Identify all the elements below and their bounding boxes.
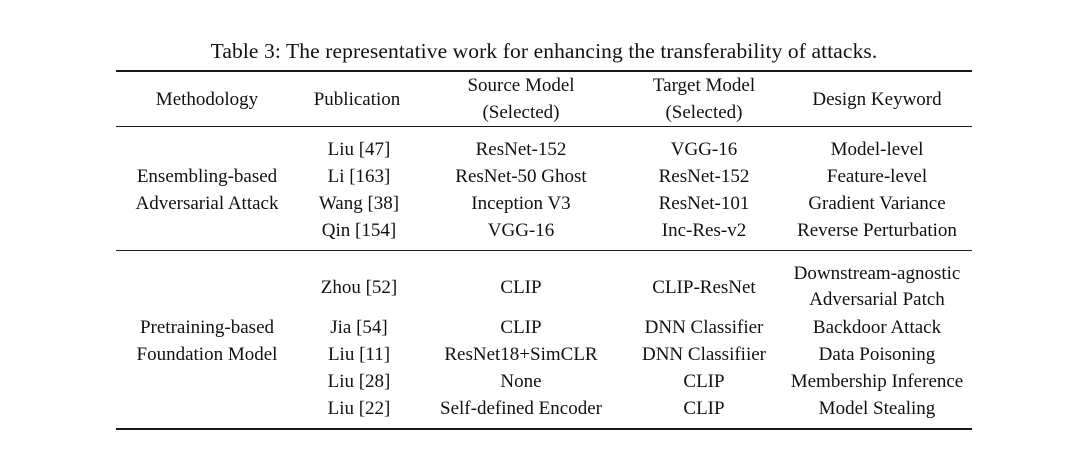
methodology-line2: Foundation Model	[136, 344, 278, 365]
table-rule-header-separator	[116, 126, 972, 127]
header-target-model: Target Model (Selected)	[626, 72, 782, 127]
group-methodology-pretraining: Pretraining-based Foundation Model	[116, 260, 298, 422]
design-keyword-line1: Downstream-agnostic	[793, 263, 961, 284]
cell-source-model: Self-defined Encoder	[440, 398, 602, 419]
group-spacer	[116, 127, 972, 136]
rule-segment	[626, 428, 782, 431]
header-publication: Publication	[313, 88, 401, 110]
cell-target-model: CLIP	[683, 371, 725, 392]
rule-segment	[782, 126, 972, 127]
cell-publication: Jia [54]	[330, 317, 388, 338]
group-methodology-ensembling: Ensembling-based Adversarial Attack	[116, 136, 298, 244]
methodology-line1: Ensembling-based	[136, 166, 278, 187]
cell-design-keyword: Model-level	[830, 139, 924, 160]
cell-design-keyword: Model Stealing	[818, 398, 936, 419]
methodology-line2: Adversarial Attack	[135, 193, 279, 214]
cell-publication: Liu [28]	[327, 371, 391, 392]
header-source-model-line1: Source Model	[467, 75, 575, 96]
cell-target-model: Inc-Res-v2	[661, 220, 747, 241]
rule-segment	[116, 428, 298, 431]
cell-target-model: ResNet-152	[658, 166, 750, 187]
header-target-model-line1: Target Model	[652, 75, 756, 96]
table-row: Wang [38] Inception V3 ResNet-101 Gradie…	[116, 190, 972, 217]
rule-segment	[298, 126, 416, 127]
rule-segment	[298, 250, 416, 251]
cell-source-model: CLIP	[500, 276, 542, 298]
cell-target-model: ResNet-101	[658, 193, 750, 214]
cell-design-keyword: Membership Inference	[790, 371, 964, 392]
cell-target-model: CLIP	[683, 398, 725, 419]
cell-target-model: DNN Classifier	[644, 317, 764, 338]
cell-design-keyword: Backdoor Attack	[812, 317, 942, 338]
table-row: Qin [154] VGG-16 Inc-Res-v2 Reverse Pert…	[116, 217, 972, 244]
cell-design-keyword: Data Poisoning	[818, 344, 936, 365]
cell-source-model: ResNet-50 Ghost	[455, 166, 587, 187]
cell-publication: Liu [22]	[327, 398, 391, 419]
group-spacer	[116, 422, 972, 429]
rule-segment	[298, 428, 416, 431]
header-target-model-line2: (Selected)	[665, 102, 743, 123]
table-rule-group-separator	[116, 250, 972, 251]
cell-publication: Li [163]	[327, 166, 391, 187]
rule-segment	[116, 126, 298, 127]
rule-segment	[116, 250, 298, 251]
methodology-line1: Pretraining-based	[139, 317, 274, 338]
table-row: Pretraining-based Foundation Model Zhou …	[116, 260, 972, 365]
header-source-model: Source Model (Selected)	[416, 72, 626, 127]
cell-design-keyword: Reverse Perturbation	[797, 220, 957, 241]
cell-publication: Liu [11]	[327, 344, 391, 365]
table-row: Liu [28] None CLIP Membership Inference	[116, 368, 972, 395]
rule-segment	[416, 250, 626, 251]
table-caption: Table 3: The representative work for enh…	[210, 39, 878, 63]
rule-segment	[782, 428, 972, 431]
rule-segment	[416, 126, 626, 127]
cell-target-model: DNN Classifiier	[641, 344, 766, 365]
cell-target-model: VGG-16	[670, 139, 738, 160]
cell-source-model: CLIP	[500, 317, 542, 338]
cell-source-model: ResNet-152	[475, 139, 567, 160]
design-keyword-line2: Adversarial Patch	[809, 289, 945, 310]
header-source-model-line2: (Selected)	[482, 102, 560, 123]
rule-segment	[416, 428, 626, 431]
table-header-row: Methodology Publication Source Model (Se…	[116, 72, 972, 127]
cell-source-model: None	[500, 371, 542, 392]
rule-segment	[626, 126, 782, 127]
cell-publication: Liu [47]	[327, 139, 391, 160]
cell-source-model: ResNet18+SimCLR	[444, 344, 598, 365]
rule-segment	[782, 250, 972, 251]
cell-publication: Qin [154]	[321, 220, 397, 241]
group-spacer	[116, 251, 972, 260]
table-row: Jia [54] CLIP DNN Classifier Backdoor At…	[116, 314, 972, 341]
table-row: Liu [22] Self-defined Encoder CLIP Model…	[116, 395, 972, 422]
cell-source-model: VGG-16	[487, 220, 555, 241]
cell-design-keyword: Downstream-agnostic Adversarial Patch	[782, 260, 972, 314]
table-rule-bottom	[116, 428, 972, 431]
cell-source-model: Inception V3	[471, 193, 571, 214]
cell-target-model: CLIP-ResNet	[652, 276, 756, 298]
cell-publication: Wang [38]	[318, 193, 400, 214]
table-row: Ensembling-based Adversarial Attack Liu …	[116, 136, 972, 214]
header-methodology: Methodology	[155, 88, 259, 110]
table-row: Liu [11] ResNet18+SimCLR DNN Classifiier…	[116, 341, 972, 368]
rule-segment	[626, 250, 782, 251]
header-design-keyword: Design Keyword	[812, 88, 942, 110]
cell-design-keyword: Feature-level	[826, 166, 928, 187]
cell-design-keyword: Gradient Variance	[808, 193, 946, 214]
table-container: Methodology Publication Source Model (Se…	[116, 70, 972, 431]
table-row: Li [163] ResNet-50 Ghost ResNet-152 Feat…	[116, 163, 972, 190]
transferability-table: Methodology Publication Source Model (Se…	[116, 70, 972, 431]
cell-publication: Zhou [52]	[320, 276, 398, 298]
